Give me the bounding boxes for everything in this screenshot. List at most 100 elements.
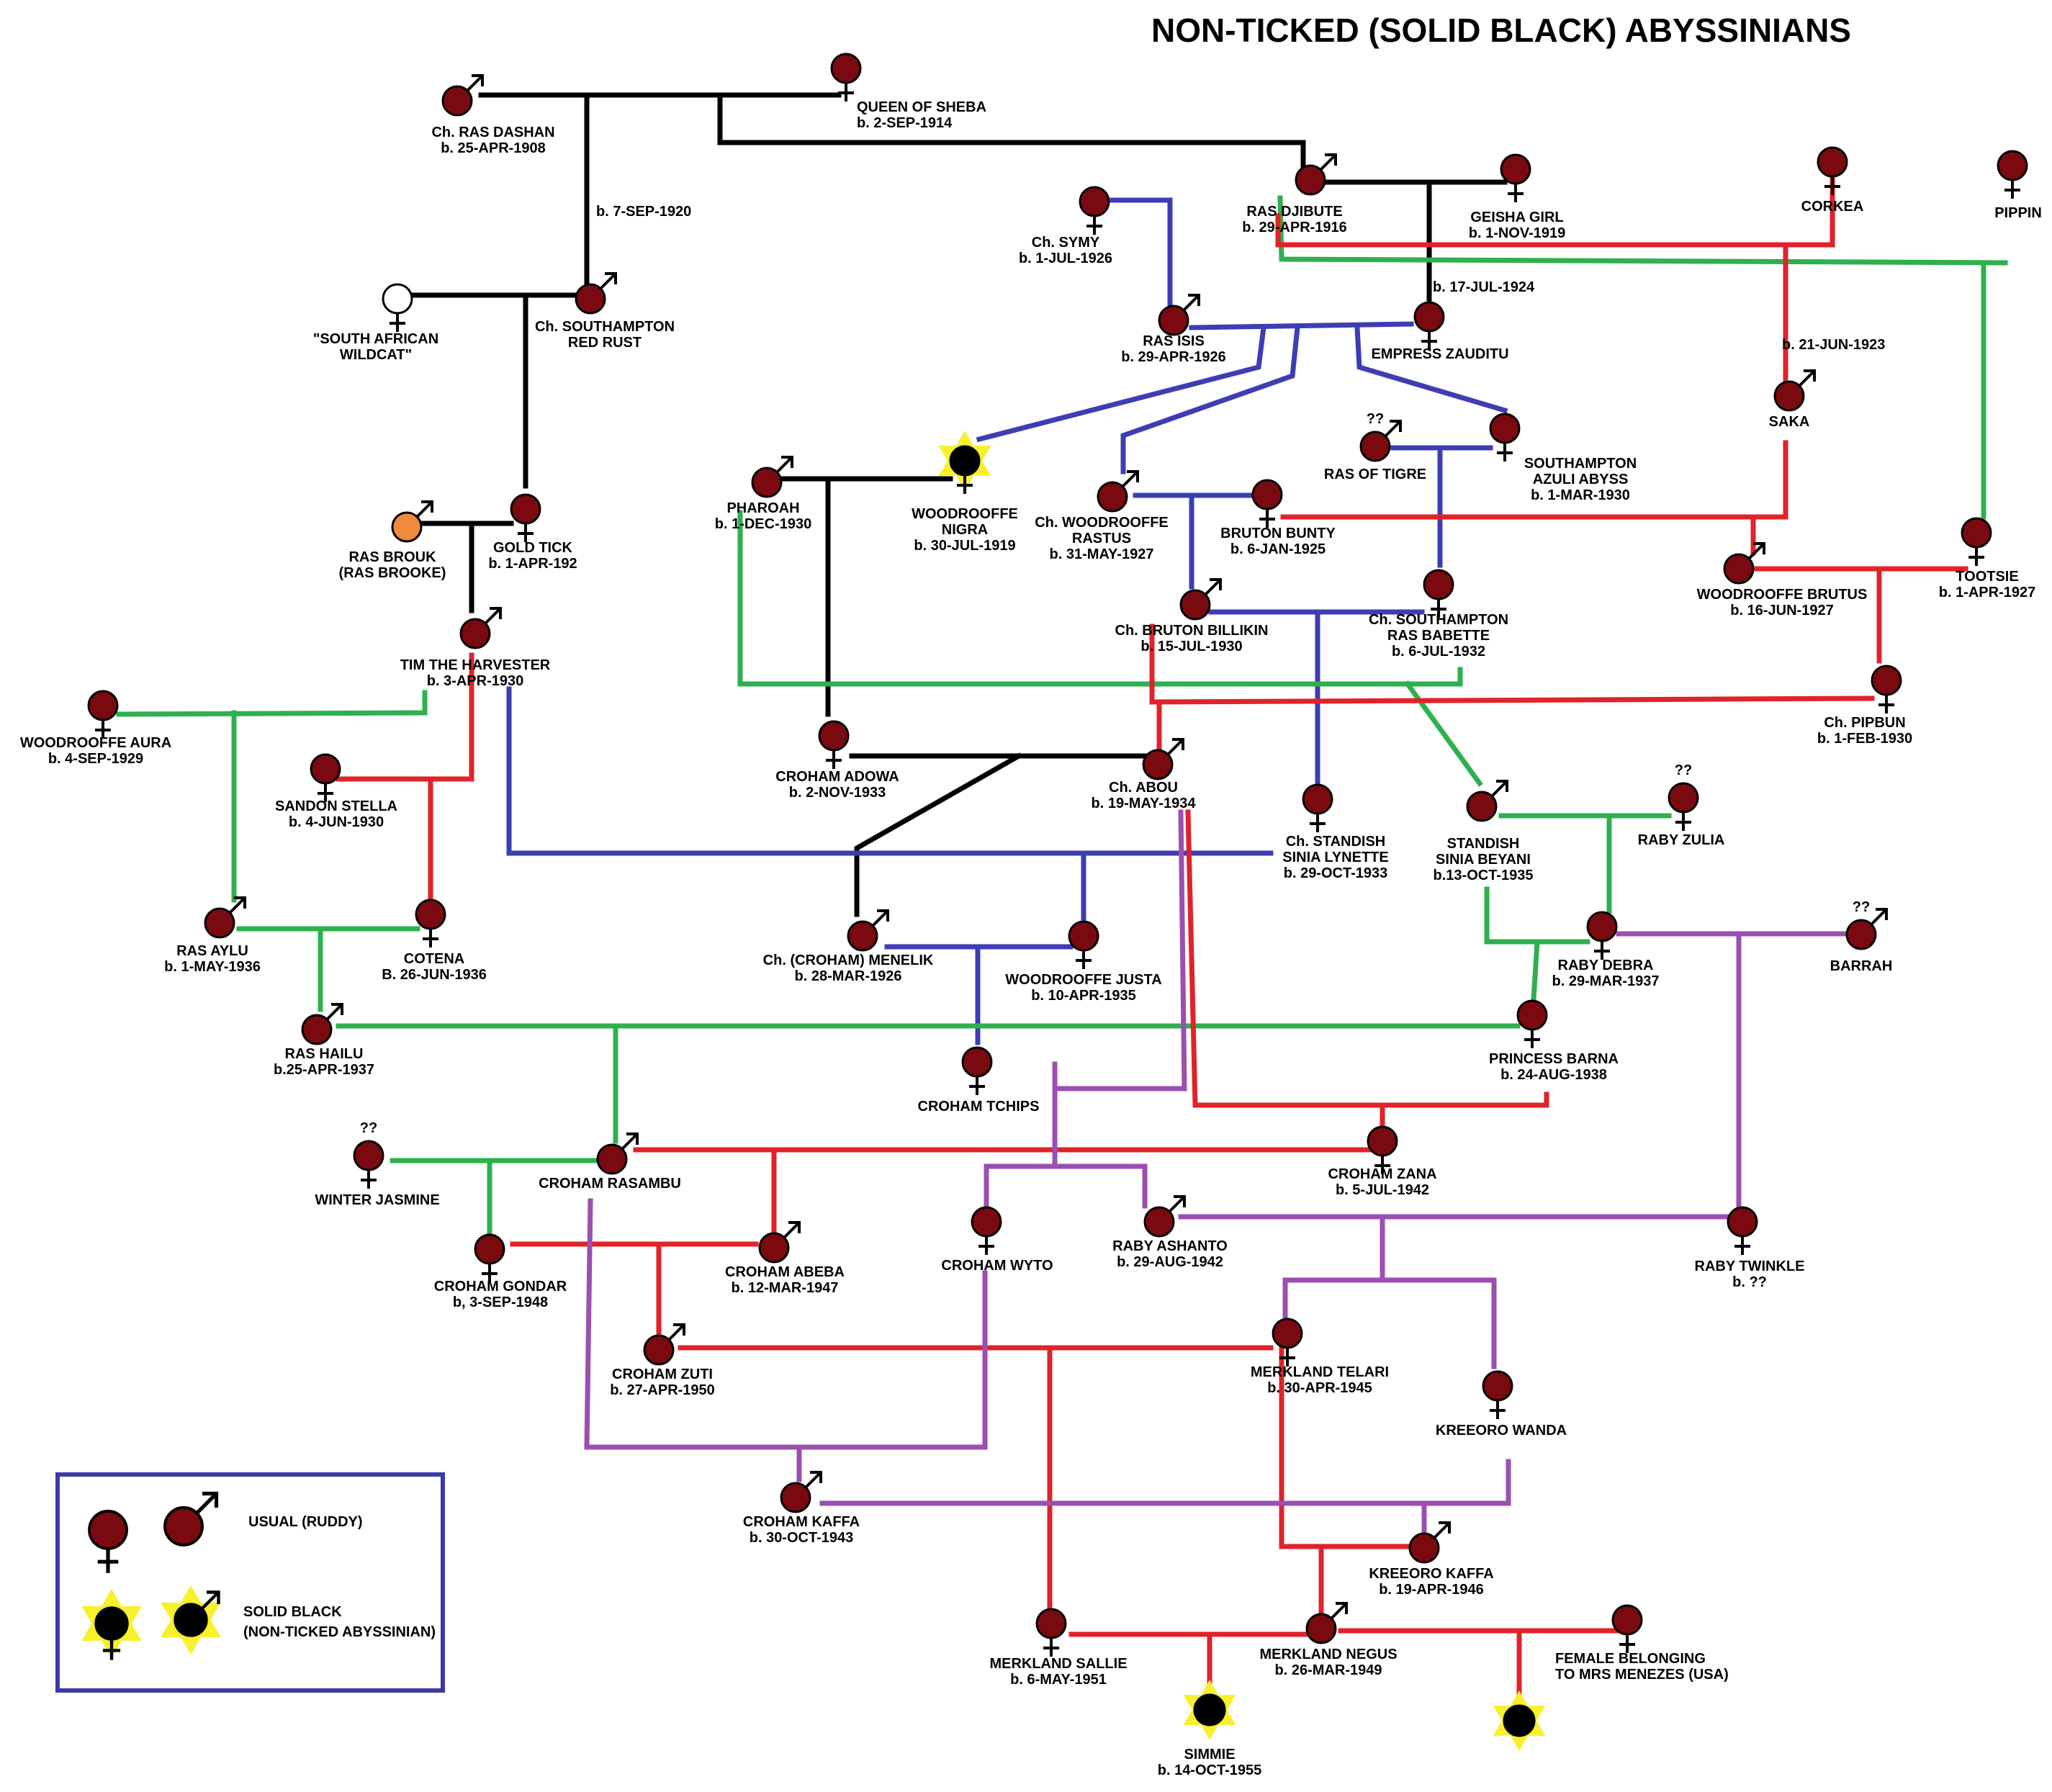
cat-birthdate: b. 30-APR-1945	[1267, 1380, 1372, 1396]
cat-name: PIPPIN	[1994, 205, 2042, 221]
cat-name: RED RUST	[568, 335, 642, 351]
cat-birthdate: b. 5-JUL-1942	[1336, 1182, 1429, 1198]
cat-birthdate: b. 10-APR-1935	[1031, 988, 1136, 1004]
cat-name: RAS ISIS	[1143, 333, 1205, 349]
cat-name: WOODROOFFE	[912, 506, 1018, 522]
cat-name: CROHAM ABEBA	[725, 1264, 845, 1280]
cat-node-tchips: CROHAM TCHIPS	[918, 1046, 1039, 1115]
cat-birthdate: b. 30-OCT-1943	[750, 1530, 854, 1546]
cat-birthdate: b. 6-JAN-1925	[1230, 541, 1326, 557]
cat-birthdate: b. 1-FEB-1930	[1817, 731, 1912, 747]
cat-birthdate: b. 1-MAR-1930	[1531, 487, 1630, 503]
lineage-line	[737, 510, 1463, 687]
legend-solid-label: SOLID BLACK	[243, 1604, 342, 1620]
cat-node-corkea: CORKEA	[1801, 146, 1863, 215]
cat-name: MERKLAND NEGUS	[1259, 1647, 1397, 1662]
cat-node-wyto: CROHAM WYTO	[941, 1206, 1053, 1274]
cat-birthdate: b. 2-NOV-1933	[789, 785, 886, 801]
cat-name: CROHAM KAFFA	[743, 1514, 860, 1530]
cat-name: MERKLAND TELARI	[1251, 1364, 1389, 1380]
cat-birthdate: b. 14-OCT-1955	[1158, 1762, 1262, 1778]
cat-birthdate: B. 26-JUN-1936	[382, 967, 487, 983]
cat-birthdate: b. 19-APR-1946	[1379, 1582, 1484, 1598]
cat-birthdate: b. 29-APR-1916	[1242, 220, 1347, 235]
cat-birthdate: b. 1-MAY-1936	[164, 959, 261, 975]
legend-usual-female-icon	[88, 1510, 128, 1573]
cat-node-saka: SAKA	[1769, 369, 1816, 430]
lineage-line	[116, 690, 428, 717]
lineage-line	[1120, 325, 1300, 474]
lineage-line	[1110, 197, 1173, 309]
cat-birthdate: b. 1-NOV-1919	[1469, 225, 1566, 241]
cat-name: TO MRS MENEZES (USA)	[1555, 1667, 1729, 1683]
cat-name: RABY TWINKLE	[1695, 1259, 1805, 1274]
lineage-line	[1185, 809, 1549, 1108]
cat-birthdate: b. 29-OCT-1933	[1284, 865, 1388, 881]
cat-name: KREEORO KAFFA	[1369, 1566, 1493, 1582]
cat-birthdate: b. 1-DEC-1930	[715, 516, 812, 532]
cat-name: QUEEN OF SHEBA	[857, 99, 986, 115]
legend: USUAL (RUDDY)SOLID BLACK(NON-TICKED ABYS…	[55, 1472, 445, 1693]
cat-birthdate: b. 25-APR-1908	[441, 140, 546, 156]
cat-name: WILDCAT"	[340, 347, 412, 363]
cat-name: RAS OF TIGRE	[1324, 467, 1426, 482]
legend-usual-label: USUAL (RUDDY)	[248, 1514, 363, 1530]
cat-birthdate: b. 30-JUL-1919	[914, 538, 1015, 554]
cat-birthdate: b. 27-APR-1950	[610, 1382, 715, 1398]
cat-birthdate: b. 6-JUL-1932	[1392, 644, 1485, 659]
cat-name: BARRAH	[1830, 958, 1893, 974]
cat-name: Ch. SYMY	[1032, 235, 1100, 251]
lineage-line	[584, 1198, 988, 1450]
lineage-line	[1354, 325, 1508, 414]
cat-name: Ch. SOUTHAMPTON	[535, 319, 675, 335]
cat-birthdate: b. 15-JUL-1930	[1140, 639, 1242, 654]
cat-name: Ch. WOODROOFFE	[1035, 515, 1169, 531]
cat-name: RABY ZULIA	[1638, 832, 1725, 848]
cat-name: "SOUTH AFRICAN	[313, 331, 438, 347]
cat-birthdate: b. 3-APR-1930	[427, 673, 524, 689]
cat-birthdate: b. 1-APR-1927	[1939, 585, 2036, 600]
cat-node-ras-tigre: ?? RAS OF TIGRE	[1324, 411, 1426, 482]
cat-birthdate: b. 1-JUL-1926	[1019, 251, 1112, 266]
cat-name: Ch. BRUTON BILLIKIN	[1115, 623, 1269, 639]
cat-name: RAS BABETTE	[1387, 628, 1490, 644]
cat-birthdate: b. 28-MAR-1926	[795, 968, 902, 984]
cat-name: SAKA	[1769, 414, 1810, 430]
cat-birthdate: b.25-APR-1937	[274, 1062, 374, 1078]
cat-name: Ch. PIPBUN	[1824, 715, 1905, 731]
cat-birthdate: b. 24-AUG-1938	[1500, 1067, 1607, 1083]
cat-birthdate: b. ??	[1732, 1274, 1767, 1290]
cat-node-wanda: KREEORO WANDA	[1436, 1370, 1567, 1438]
cat-name: STANDISH	[1447, 836, 1520, 852]
cat-birthdate: b. 29-MAR-1937	[1552, 973, 1660, 989]
unknown-marker: ??	[1367, 411, 1384, 427]
cat-node-empress-zauditu: EMPRESS ZAUDITU	[1371, 301, 1509, 362]
cat-name: GEISHA GIRL	[1470, 210, 1563, 225]
unknown-marker: ??	[1675, 762, 1692, 778]
lineage-line	[336, 652, 474, 782]
cat-name: CROHAM ZANA	[1328, 1166, 1436, 1182]
diagram-title: NON-TICKED (SOLID BLACK) ABYSSINIANS	[1151, 12, 1851, 49]
cat-name: Ch. ABOU	[1109, 780, 1178, 796]
